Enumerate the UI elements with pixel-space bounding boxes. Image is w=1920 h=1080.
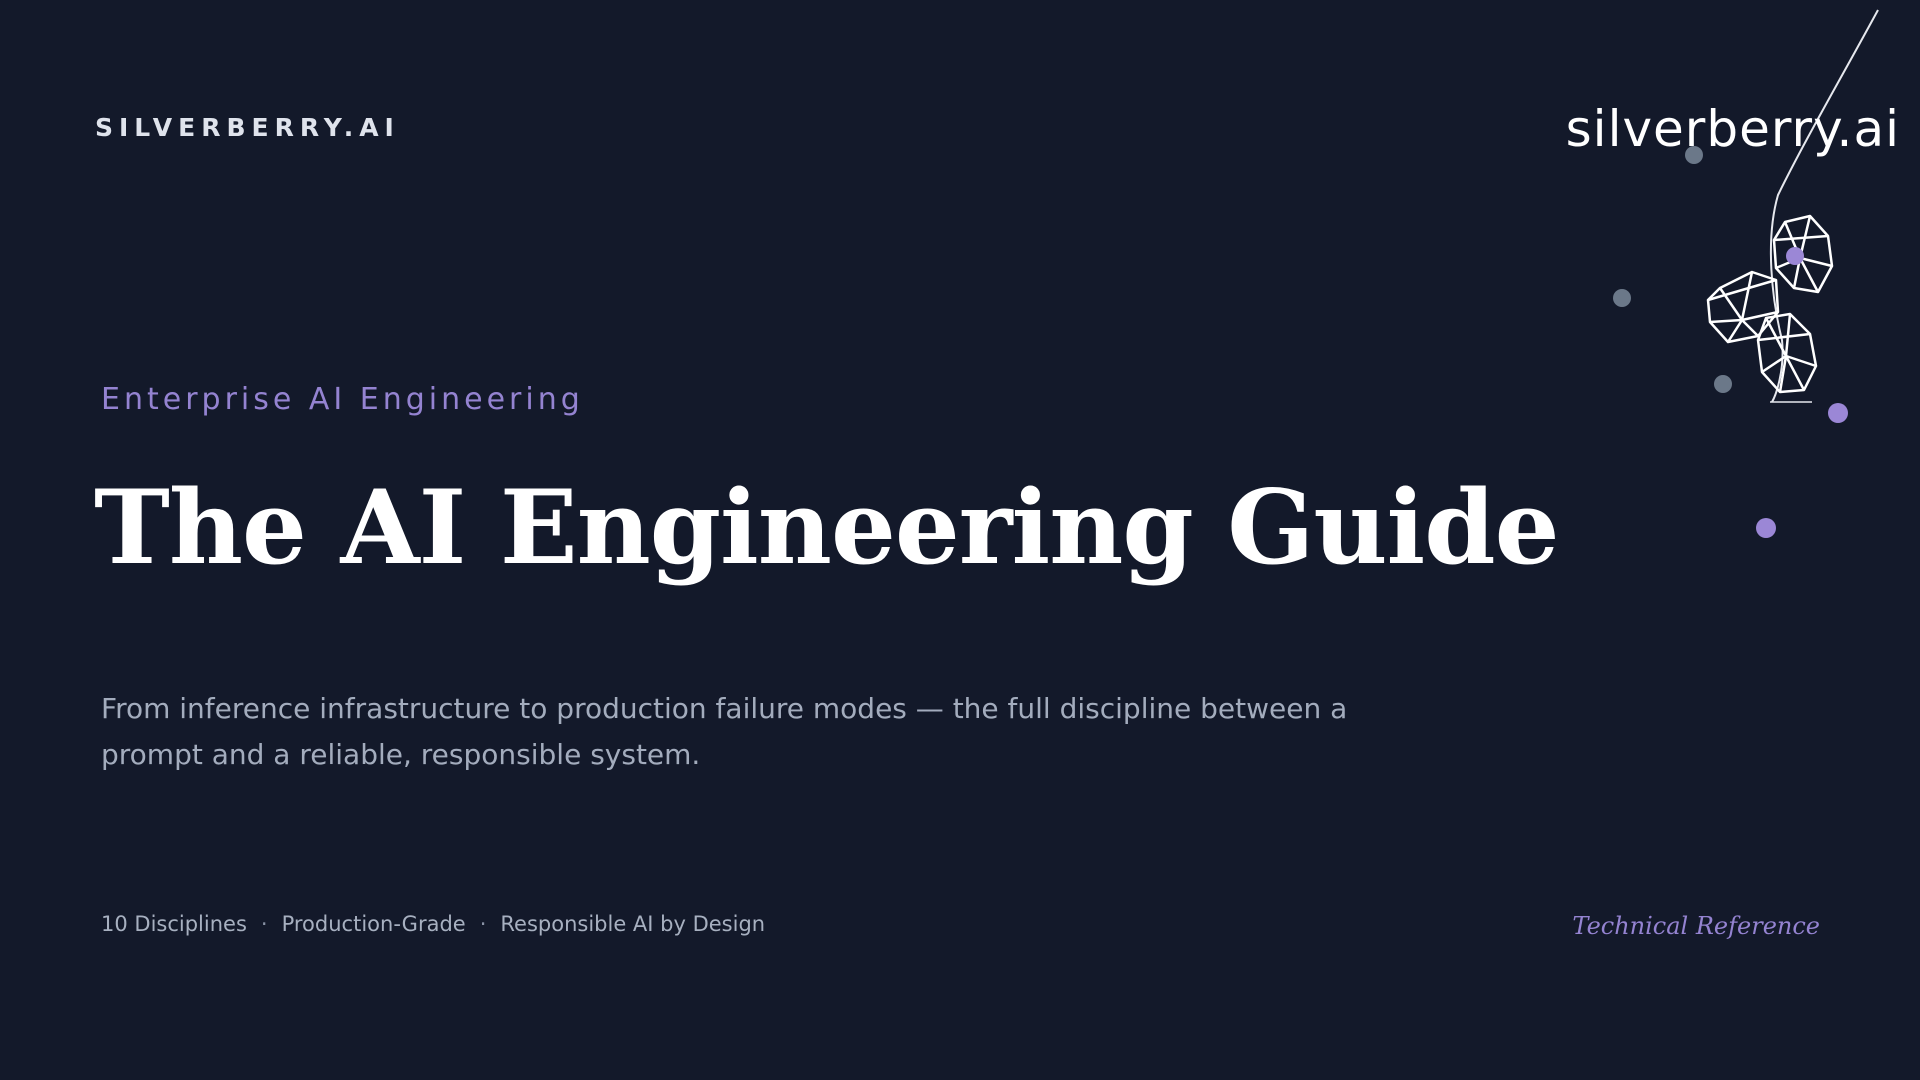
- berry-2: [1706, 270, 1780, 344]
- separator: ·: [479, 912, 487, 936]
- dot-4: [1786, 247, 1804, 265]
- subtitle: From inference infrastructure to product…: [101, 692, 1348, 771]
- brand-wordmark: SILVERBERRY.AI: [95, 113, 400, 142]
- technical-reference-label: Technical Reference: [1572, 912, 1820, 940]
- dot-5: [1828, 403, 1848, 423]
- dot-6: [1756, 518, 1776, 538]
- footer-tag: Responsible AI by Design: [500, 912, 766, 936]
- berry-3: [1756, 312, 1818, 394]
- separator: ·: [260, 912, 268, 936]
- eyebrow-label: Enterprise AI Engineering: [101, 382, 584, 417]
- dot-3: [1714, 375, 1732, 393]
- dot-2: [1613, 289, 1631, 307]
- footer-tags: 10 Disciplines · Production-Grade · Resp…: [101, 912, 765, 936]
- logo-text: silverberry.ai: [1565, 100, 1900, 158]
- footer-tag: 10 Disciplines: [101, 912, 247, 936]
- logo-stem: [1769, 9, 1879, 403]
- dot-1: [1685, 146, 1703, 164]
- page-title: The AI Engineering Guide: [94, 468, 1559, 588]
- berry-cluster-icon: [1613, 9, 1879, 538]
- footer-tag: Production-Grade: [281, 912, 466, 936]
